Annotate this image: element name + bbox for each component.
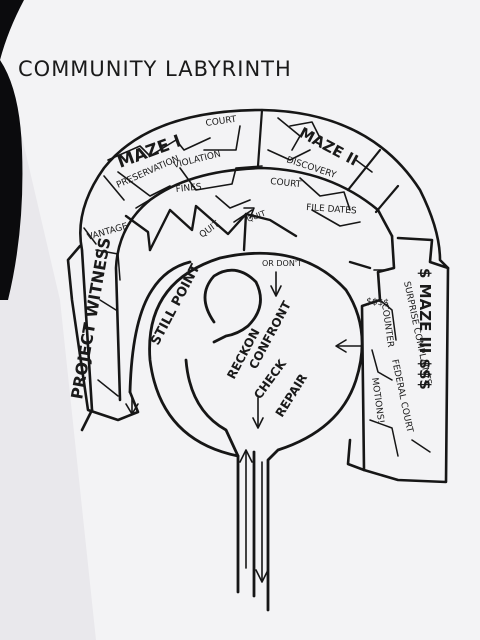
maze-dividers: [256, 108, 400, 214]
dark-background-corner: [0, 60, 23, 300]
maze-three-details: [369, 299, 431, 457]
direction-arrows: [125, 207, 389, 583]
project-witness-band: [66, 244, 140, 432]
maze-two-file-dates: FILE DATES: [306, 203, 357, 217]
maze-one-band: [103, 125, 263, 209]
or-dont-label: OR DON'T: [262, 259, 302, 268]
maze-three-money: $$$$: [366, 297, 390, 309]
maze-two-band: [267, 117, 373, 227]
quit-arrow: [233, 209, 253, 223]
maze-two-court: COURT: [270, 177, 302, 190]
still-point-circle: [203, 268, 262, 344]
maze-three-band: [346, 234, 450, 484]
maze-three-label: $ MAZE III $$$: [416, 268, 434, 390]
maze-one-fines: FINES: [175, 182, 202, 195]
maze-one-court: COURT: [205, 115, 238, 129]
page-title: COMMUNITY LABYRINTH: [18, 57, 292, 81]
project-witness-details: [83, 227, 121, 397]
central-chamber: [128, 251, 364, 612]
dark-background-top: [0, 0, 24, 60]
